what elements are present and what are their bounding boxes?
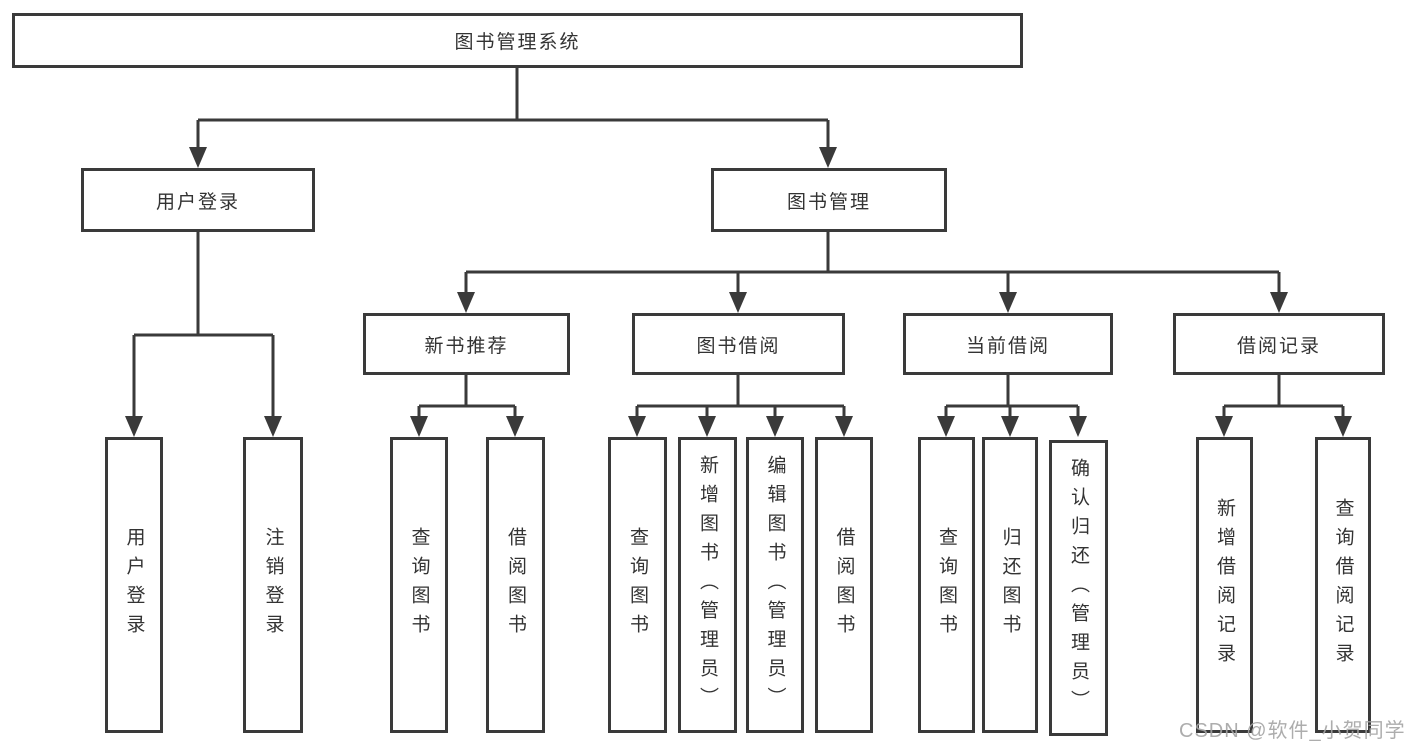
node-borrow-records: 借阅记录 xyxy=(1173,313,1385,375)
leaf-borrow-books-recommend: 借阅图书 xyxy=(486,437,545,733)
node-book-management: 图书管理 xyxy=(711,168,947,232)
leaf-user-login: 用户登录 xyxy=(105,437,163,733)
leaf-confirm-return-admin: 确认归还（管理员） xyxy=(1049,440,1108,736)
leaf-borrow-books: 借阅图书 xyxy=(815,437,873,733)
leaf-add-borrow-record: 新增借阅记录 xyxy=(1196,437,1253,733)
leaf-logout: 注销登录 xyxy=(243,437,303,733)
leaf-query-books-borrow: 查询图书 xyxy=(608,437,667,733)
leaf-return-books: 归还图书 xyxy=(982,437,1038,733)
leaf-query-books-current: 查询图书 xyxy=(918,437,975,733)
csdn-watermark: CSDN @软件_小贺同学 xyxy=(1179,720,1405,742)
node-user-login: 用户登录 xyxy=(81,168,315,232)
node-current-borrow: 当前借阅 xyxy=(903,313,1113,375)
leaf-edit-books-admin: 编辑图书（管理员） xyxy=(746,437,804,733)
node-new-book-recommend: 新书推荐 xyxy=(363,313,570,375)
leaf-query-books-recommend: 查询图书 xyxy=(390,437,448,733)
node-book-borrow: 图书借阅 xyxy=(632,313,845,375)
leaf-query-borrow-record: 查询借阅记录 xyxy=(1315,437,1371,733)
leaf-add-books-admin: 新增图书（管理员） xyxy=(678,437,737,733)
node-system-root: 图书管理系统 xyxy=(12,13,1023,68)
